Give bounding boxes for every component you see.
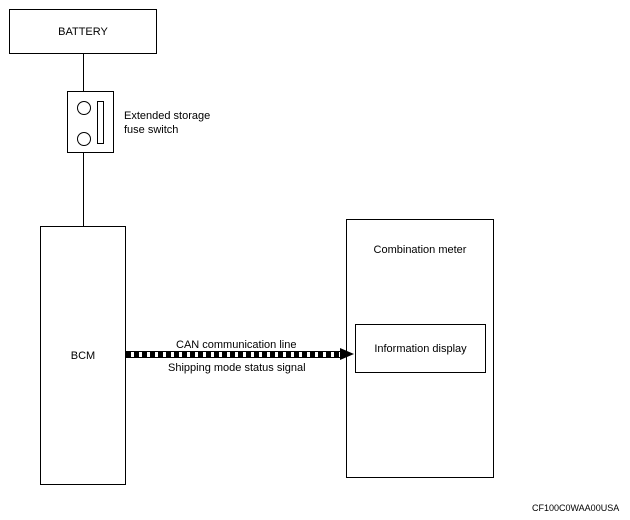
wire-battery-to-fuse	[83, 54, 84, 91]
battery-label: BATTERY	[58, 25, 108, 38]
fuse-terminal-bottom-icon	[77, 132, 91, 146]
wire-fuse-to-bcm	[83, 153, 84, 226]
bcm-box: BCM	[40, 226, 126, 485]
fuse-terminal-top-icon	[77, 101, 91, 115]
can-communication-line	[126, 351, 344, 358]
figure-code: CF100C0WAA00USA	[532, 503, 620, 513]
bcm-label: BCM	[70, 349, 96, 362]
combination-meter-title: Combination meter	[373, 244, 467, 256]
fuse-label-line2: fuse switch	[124, 124, 179, 136]
fuse-switch-box	[67, 91, 114, 153]
fuse-label-line1: Extended storage	[124, 110, 211, 122]
information-display-box: Information display	[355, 324, 486, 373]
fuse-element-icon	[97, 101, 104, 144]
signal-label: Shipping mode status signal	[168, 362, 306, 374]
battery-box: BATTERY	[9, 9, 157, 54]
can-line-label: CAN communication line	[176, 339, 297, 351]
information-display-label: Information display	[374, 342, 467, 355]
arrow-right-icon	[340, 348, 354, 360]
